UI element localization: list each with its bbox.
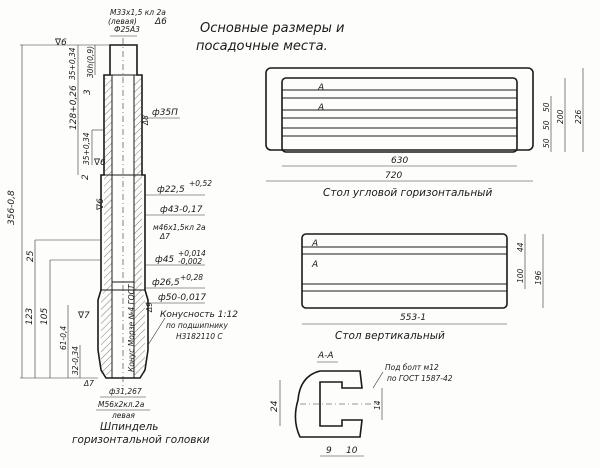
label-dia-26-tol: +0,28 (180, 273, 203, 282)
label-finish-7a: Δ7 (159, 232, 170, 241)
vertical-table-drawing: A A 553-1 44 100 196 Стол вертикальный (301, 233, 544, 342)
t-slot-section (294, 370, 363, 438)
dim-9: 9 (326, 446, 332, 456)
label-dim-25: 25 (26, 250, 36, 262)
label-dim-35b: 35+0,34 (82, 132, 91, 165)
section-title: А-А (317, 351, 334, 361)
label-dim-3: 3 (83, 89, 93, 95)
label-bottom-thread-note: левая (111, 411, 135, 420)
horizontal-table-caption: Стол угловой горизонтальный (323, 187, 492, 199)
label-dia-22: ф22,5 (157, 185, 185, 195)
label-bottom-bore: ф31,267 (109, 387, 142, 396)
label-thread-46: м46х1,5кл 2а (153, 223, 206, 232)
label-finish-top-left: ∇6 (54, 38, 67, 48)
label-overall: 356-0,8 (7, 190, 17, 225)
label-dim-128: 128+0,26 (69, 85, 79, 130)
section-a-a-drawing: А-А Под болт м12 по ГОСТ 1587-42 24 14 9… (270, 351, 453, 457)
section-mark: A (317, 103, 324, 113)
t-slot (281, 109, 518, 119)
label-top-thread-note: (левая) (108, 17, 137, 26)
label-top-thread: М33х1,5 кл 2а (110, 8, 166, 17)
dim-553: 553-1 (400, 313, 426, 323)
t-slot (281, 89, 518, 99)
label-dim-32: 32-0,34 (71, 346, 80, 375)
label-dia-43: ф43-0,17 (160, 205, 203, 215)
label-dim-35a: 35+0,34 (68, 47, 77, 80)
dim-10: 10 (346, 446, 358, 456)
label-finish-7c: Δ7 (83, 379, 94, 388)
dim-720: 720 (385, 171, 402, 181)
title-line-2: посадочные места. (196, 39, 328, 54)
t-slot (301, 283, 508, 292)
leader (147, 317, 166, 346)
t-slot (281, 127, 518, 137)
label-finish-side: Δ8 (141, 115, 150, 126)
vertical-table-caption: Стол вертикальный (335, 330, 445, 342)
section-mark: A (317, 83, 324, 93)
label-dia-45-tol-dn: -0,002 (178, 257, 202, 266)
t-slot (301, 246, 508, 255)
spindle-caption-2: горизонтальной головки (72, 434, 210, 446)
label-top-bore: Ф25А3 (114, 25, 140, 34)
label-dia-22-tol: +0,52 (189, 179, 212, 188)
dim-200: 200 (556, 109, 565, 124)
label-dim-2: 2 (81, 174, 91, 180)
vertical-table-outline (301, 233, 508, 309)
label-top-finish: Δ6 (154, 17, 167, 27)
label-dia-35: ф35П (152, 108, 178, 118)
dim-24: 24 (270, 400, 280, 412)
label-dia-45: ф45 (155, 255, 174, 265)
section-mark: A (311, 239, 318, 249)
label-finish-mid: ∇6 (93, 158, 106, 168)
section-note-1: Под болт м12 (385, 363, 439, 372)
dim-slot-3: 50 (542, 138, 551, 148)
spindle-hatch-right (134, 78, 145, 375)
table-outer-outline (265, 67, 534, 151)
dim-226: 226 (574, 109, 583, 124)
label-dia-26: ф26,5 (152, 278, 180, 288)
label-dim-61: 61-0,4 (59, 326, 68, 350)
dim-slot-1: 50 (542, 102, 551, 112)
label-morse: Конус Морзе №4 ГОСТ (127, 283, 136, 372)
dim-100: 100 (516, 268, 525, 283)
horizontal-table-drawing: A A 630 720 50 50 50 200 226 Стол углово… (265, 67, 584, 199)
label-taper-1: Конусность 1:12 (160, 310, 238, 320)
label-dia-45-tol-up: +0,014 (178, 249, 206, 258)
label-dia-50: ф50-0,017 (158, 293, 206, 303)
dim-14: 14 (373, 400, 382, 410)
label-finish-9: Δ9 (145, 302, 154, 313)
dim-630: 630 (391, 156, 408, 166)
label-taper-2: по подшипнику (166, 321, 229, 330)
dim-slot-2: 50 (542, 120, 551, 130)
spindle-hatch-left (101, 78, 112, 375)
dim-196: 196 (534, 270, 543, 285)
spindle-caption-1: Шпиндель (100, 421, 158, 433)
label-dim-123: 123 (25, 308, 35, 325)
spindle-drawing: М33х1,5 кл 2а (левая) Ф25А3 Δ6 ∇6 35+0,3… (7, 8, 238, 446)
section-mark: A (311, 260, 318, 270)
label-finish-7b: ∇7 (77, 311, 90, 321)
label-dim-105: 105 (40, 308, 50, 325)
title-line-1: Основные размеры и (200, 21, 344, 36)
label-finish-left2: ∇6 (96, 198, 106, 211)
label-taper-3: Н3182110 С (176, 332, 223, 341)
label-bottom-thread: М56х2кл.2а (98, 400, 145, 409)
label-dim-30: 30h(0,9) (86, 46, 95, 78)
dim-44: 44 (516, 242, 525, 252)
section-note-2: по ГОСТ 1587-42 (387, 374, 453, 383)
leader (372, 371, 384, 389)
